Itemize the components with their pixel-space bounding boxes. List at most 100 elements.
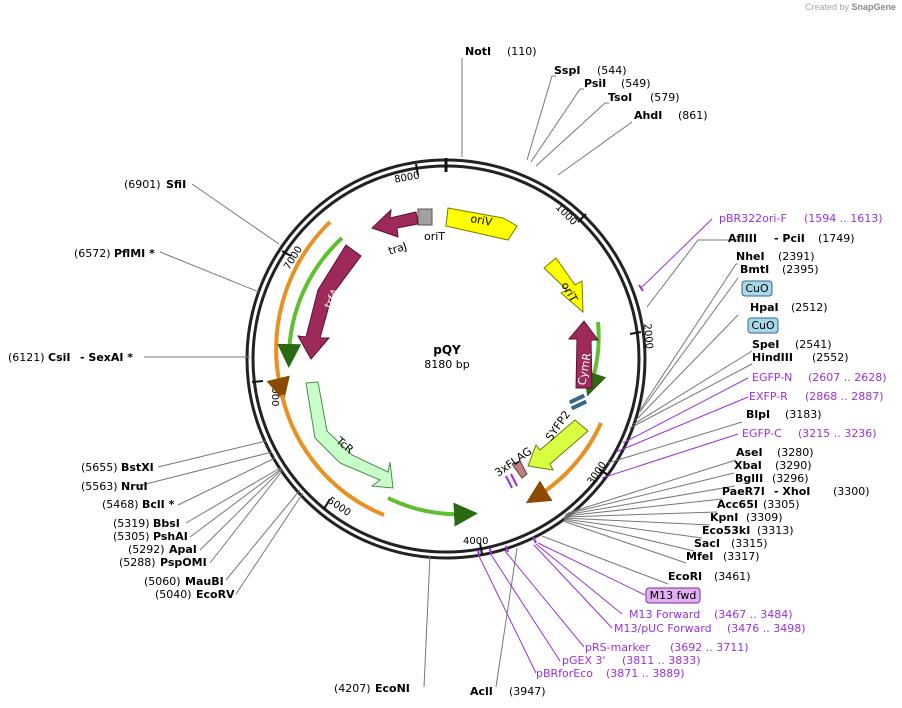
- svg-text:- SexAI *: - SexAI *: [80, 351, 133, 364]
- svg-text:(3947): (3947): [509, 685, 546, 698]
- svg-text:(5655): (5655): [81, 461, 118, 474]
- svg-text:(549): (549): [621, 77, 651, 90]
- plasmid-length: 8180 bp: [424, 358, 469, 371]
- enzyme-EcoNI: EcoNI: [375, 682, 410, 695]
- svg-text:(3300): (3300): [833, 485, 870, 498]
- watermark-brand: SnapGene: [851, 2, 896, 12]
- svg-text:5000: 5000: [325, 495, 352, 519]
- enzyme-BstXI: BstXI: [121, 461, 154, 474]
- svg-text:oriT: oriT: [424, 230, 445, 243]
- svg-text:(1594 .. 1613): (1594 .. 1613): [804, 212, 883, 225]
- enzyme-BmtI: BmtI: [740, 263, 769, 276]
- svg-text:traJ: traJ: [387, 240, 409, 258]
- enzyme-PspOMI: PspOMI: [160, 556, 207, 569]
- svg-text:8000: 8000: [394, 170, 421, 185]
- svg-text:(3476 .. 3498): (3476 .. 3498): [727, 622, 806, 635]
- svg-text:M13 fwd: M13 fwd: [650, 589, 697, 602]
- arc-green-bottom: [387, 496, 478, 527]
- svg-text:(3692 .. 3711): (3692 .. 3711): [670, 641, 749, 654]
- svg-text:(3280): (3280): [777, 446, 814, 459]
- tick-3000: 3000: [586, 460, 610, 487]
- enzyme-SspI: SspI: [554, 64, 580, 77]
- svg-text:CuO: CuO: [745, 282, 769, 295]
- feature-traJ: traJ: [371, 208, 419, 258]
- svg-text:4000: 4000: [463, 536, 488, 547]
- svg-text:(3467 .. 3484): (3467 .. 3484): [714, 608, 793, 621]
- enzyme-KpnI: KpnI: [710, 511, 738, 524]
- svg-text:(2868 .. 2887): (2868 .. 2887): [805, 390, 884, 403]
- svg-text:(3296): (3296): [772, 472, 809, 485]
- svg-text:(3871 .. 3889): (3871 .. 3889): [606, 667, 685, 680]
- svg-text:(3215 .. 3236): (3215 .. 3236): [798, 427, 877, 440]
- enzyme-Eco53kI: Eco53kI: [702, 524, 750, 537]
- svg-text:(1749): (1749): [818, 232, 855, 245]
- arc-green-upper-left: [277, 236, 344, 368]
- cuo-badge-2: CuO: [747, 317, 779, 334]
- svg-text:CymR: CymR: [575, 352, 594, 387]
- svg-text:(3313): (3313): [757, 524, 794, 537]
- svg-text:(3317): (3317): [723, 550, 760, 563]
- svg-text:oriV: oriV: [469, 212, 493, 229]
- enzyme-NheI: NheI: [736, 250, 765, 263]
- primer-EGFP-N: EGFP-N: [752, 371, 792, 384]
- primer-pBR322ori-F: pBR322ori-F: [719, 212, 787, 225]
- svg-text:(5288): (5288): [119, 556, 156, 569]
- enzyme-AhdI: AhdI: [634, 109, 662, 122]
- svg-text:- XhoI: - XhoI: [774, 485, 810, 498]
- arc-orange-lower-right: [525, 422, 603, 504]
- svg-text:(3183): (3183): [785, 408, 822, 421]
- svg-text:(579): (579): [650, 91, 680, 104]
- primer-EGFP-C: EGFP-C: [742, 427, 782, 440]
- enzyme-labels-left: (6901) SfiI (6572) PflMI * (6121) CsiI -…: [8, 178, 410, 695]
- feature-cuo-marks: [568, 393, 588, 411]
- primer-M13-Forward: M13 Forward: [629, 608, 700, 621]
- tick-4000: 4000: [463, 536, 488, 555]
- feature-oriV: oriV: [445, 207, 518, 241]
- svg-text:(6572): (6572): [74, 247, 111, 260]
- svg-text:- PciI: - PciI: [774, 232, 805, 245]
- feature-oriT-yellow: oriT: [543, 257, 584, 314]
- primer-M13-pUC-Forward: M13/pUC Forward: [614, 622, 712, 635]
- enzyme-PshAI: PshAI: [153, 530, 188, 543]
- feature-CymR: CymR: [567, 320, 599, 389]
- watermark-prefix: Created by: [804, 2, 849, 12]
- enzyme-SfiI: SfiI: [166, 178, 186, 191]
- svg-text:(5040): (5040): [155, 588, 192, 601]
- svg-text:(2541): (2541): [795, 338, 832, 351]
- svg-text:(5563): (5563): [81, 480, 118, 493]
- enzyme-XbaI: XbaI: [734, 459, 762, 472]
- svg-text:3xFLAG: 3xFLAG: [492, 445, 534, 480]
- enzyme-PsiI: PsiI: [584, 77, 606, 90]
- enzyme-EcoRV: EcoRV: [196, 588, 235, 601]
- svg-text:(6121): (6121): [8, 351, 45, 364]
- primer-pBRforEco: pBRforEco: [536, 667, 593, 680]
- enzyme-TsoI: TsoI: [608, 91, 632, 104]
- cuo-badge-1: CuO: [741, 280, 773, 297]
- svg-text:(110): (110): [507, 45, 537, 58]
- svg-text:(6901): (6901): [124, 178, 161, 191]
- svg-text:(861): (861): [678, 109, 708, 122]
- enzyme-MfeI: MfeI: [686, 550, 713, 563]
- tick-5000: 5000: [323, 495, 352, 519]
- arc-orange-lower-left: [280, 394, 385, 517]
- tick-8000: 8000: [394, 163, 421, 186]
- svg-text:(4207): (4207): [334, 682, 371, 695]
- enzyme-leader-lines: [137, 58, 753, 688]
- svg-text:(5060): (5060): [144, 575, 181, 588]
- svg-text:(5305): (5305): [113, 530, 150, 543]
- enzyme-BglII: BglII: [735, 472, 763, 485]
- enzyme-AclI: AclI: [470, 685, 493, 698]
- svg-text:(544): (544): [597, 64, 627, 77]
- enzyme-AflIII: AflIII: [728, 232, 757, 245]
- svg-text:(3461): (3461): [714, 570, 751, 583]
- enzyme-EcoRI: EcoRI: [668, 570, 702, 583]
- enzyme-BclI: BclI *: [142, 498, 175, 511]
- svg-text:(3309): (3309): [746, 511, 783, 524]
- primer-EXFP-R: EXFP-R: [749, 390, 788, 403]
- enzyme-PflMI: PflMI *: [114, 247, 155, 260]
- primer-pRS-marker: pRS-marker: [585, 641, 650, 654]
- svg-text:(3315): (3315): [731, 537, 768, 550]
- svg-text:(5319): (5319): [113, 517, 150, 530]
- primer-leader-lines: [477, 218, 749, 674]
